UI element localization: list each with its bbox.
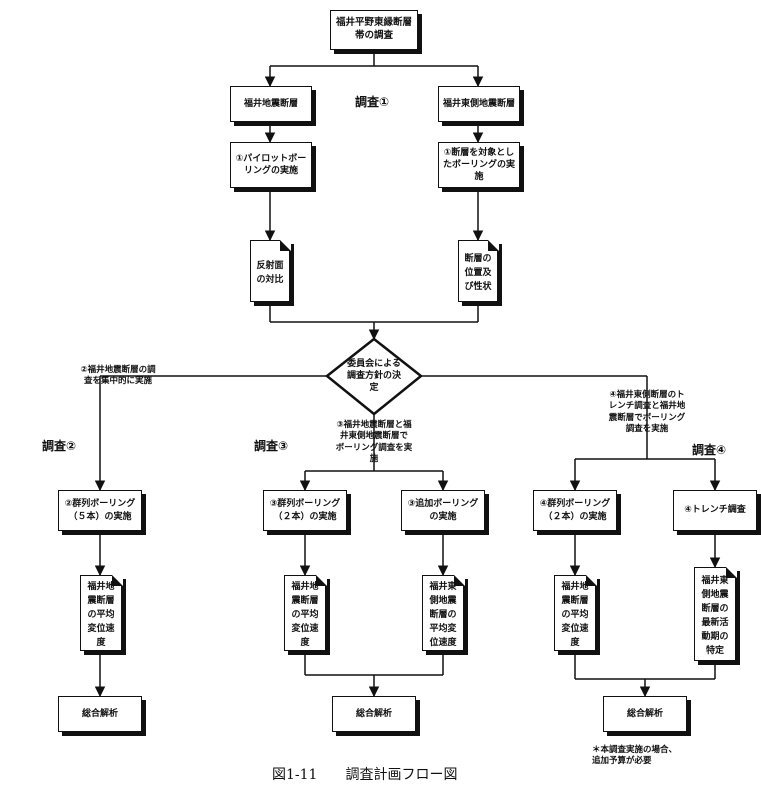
additional-boring-box: ③追加ボーリング の実施 <box>401 490 485 531</box>
synthesis-box-1: 総合解析 <box>58 696 142 732</box>
group-boring-2-box-b: ④群列ボーリング （２本）の実施 <box>533 490 617 531</box>
group-boring-2-box-a: ③群列ボーリング （２本）の実施 <box>263 490 347 531</box>
document-fault-position-text: 断層の 位置及 び性状 <box>464 254 492 292</box>
survey-4-label: 調査④ <box>692 443 727 457</box>
document-output-d-text: 福井地 震断層 の平均 変位速 度 <box>561 582 589 648</box>
trench-box: ④トレンチ調査 <box>673 490 757 531</box>
figure-caption: 図1-11 調査計画フロー図 <box>272 767 458 783</box>
synthesis-box-2: 総合解析 <box>332 696 416 732</box>
document-output-c-text: 福井東 側地震 断層の 平均変 位速度 <box>429 582 457 648</box>
survey-1-label: 調査① <box>355 95 390 109</box>
synthesis-box-3: 総合解析 <box>603 696 687 732</box>
budget-footnote: ＊本調査実施の場合、 追加予算が必要 <box>592 745 678 767</box>
start-box: 福井平野東縁断層 帯の調査 <box>330 10 418 50</box>
document-fault-position: 断層の 位置及 び性状 <box>458 239 499 302</box>
survey-3-label: 調査③ <box>254 439 289 453</box>
document-output-a-text: 福井地 震断層 の平均 変位速 度 <box>87 582 115 648</box>
fukui-fault-box: 福井地震断層 <box>230 86 312 122</box>
document-output-c: 福井東 側地震 断層の 平均変 位速度 <box>422 574 465 651</box>
document-output-e: 福井東 側地震 断層の 最新活 動期の 特定 <box>694 566 737 661</box>
document-reflection-text: 反射面 の対比 <box>256 261 284 285</box>
document-output-b-text: 福井地 震断層 の平均 変位速 度 <box>291 582 319 648</box>
decision-diamond <box>324 337 424 416</box>
east-fault-box: 福井東側地震断層 <box>438 86 520 122</box>
branch-2-note: ②福井地震断層の調 査を集中的に実施 <box>80 365 156 387</box>
survey-2-label: 調査② <box>42 439 77 453</box>
document-reflection: 反射面 の対比 <box>250 239 291 302</box>
pilot-boring-box: ①パイロットボー リングの実施 <box>230 142 312 188</box>
document-output-b: 福井地 震断層 の平均 変位速 度 <box>284 574 327 651</box>
group-boring-5-box: ②群列ボーリング （５本）の実施 <box>58 490 142 531</box>
document-output-a: 福井地 震断層 の平均 変位速 度 <box>80 574 123 651</box>
fault-boring-box: ①断層を対象とし たボーリングの実 施 <box>438 142 520 188</box>
document-output-d: 福井地 震断層 の平均 変位速 度 <box>554 574 597 651</box>
decision-text: 委員会による 調査方針の決 定 <box>346 359 401 393</box>
branch-4-note: ④福井東側断層のト レンチ調査と福井地 震断層でボーリング 調査を実施 <box>608 390 686 435</box>
branch-3-note: ③福井地震断層と福 井東側地震断層で ボーリング調査を実 施 <box>335 420 413 465</box>
document-output-e-text: 福井東 側地震 断層の 最新活 動期の 特定 <box>701 576 729 656</box>
